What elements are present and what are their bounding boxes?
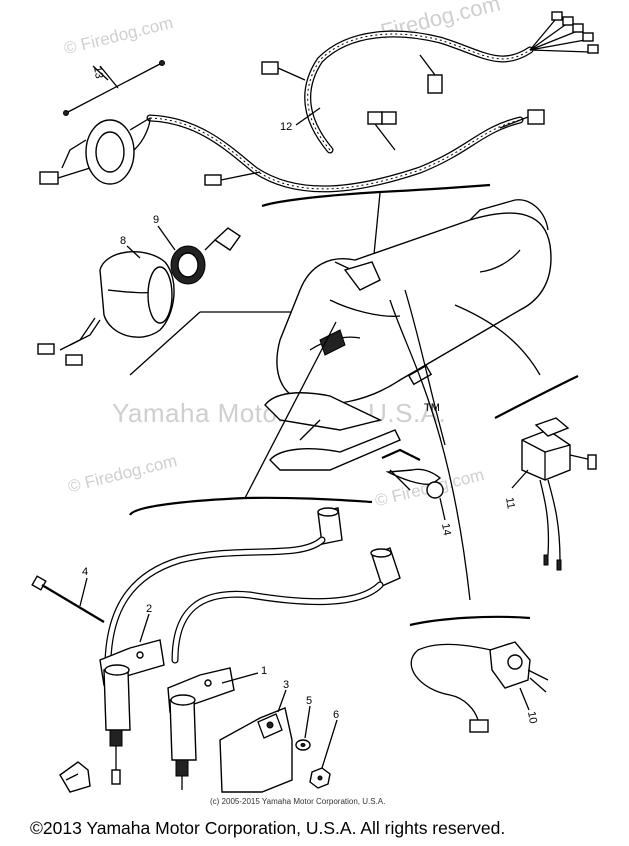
- part-13-wire: [63, 60, 165, 116]
- callout-10: 10: [525, 710, 539, 724]
- leader-to-ignition: [244, 321, 337, 499]
- callout-1: 1: [261, 665, 267, 677]
- footer-copyright: ©2013 Yamaha Motor Corporation, U.S.A. A…: [30, 818, 506, 838]
- callout-2: 2: [146, 603, 152, 615]
- part-11-relay: [521, 417, 597, 571]
- callout-11: 11: [503, 496, 517, 509]
- callout-3: 3: [283, 679, 289, 691]
- callout-6: 6: [333, 709, 339, 721]
- snowmobile-body: TM: [264, 199, 552, 471]
- part-6-nut: [309, 767, 331, 789]
- leader-to-part-11: [454, 304, 541, 376]
- leader-to-part-10: [389, 299, 471, 601]
- small-plate: [59, 761, 91, 793]
- callout-12: 12: [280, 121, 292, 133]
- callout-4: 4: [82, 566, 88, 578]
- part-10-switch: [409, 615, 549, 733]
- part-1-ignition-coil: [167, 667, 235, 790]
- callout-14: 14: [439, 522, 453, 536]
- part-9-meter: [170, 227, 241, 285]
- leader-to-part-14: [404, 289, 446, 446]
- part-14-clip: [381, 448, 444, 499]
- spark-plug-caps: [104, 507, 401, 664]
- callout-8: 8: [120, 235, 126, 247]
- part-5-washer: [295, 739, 311, 751]
- group-bracket-ignition: [129, 496, 373, 516]
- part-8-headlight: [37, 251, 175, 366]
- part-2-ignition-coil: [99, 639, 165, 785]
- small-copyright: (c) 2005-2015 Yamaha Motor Corporation, …: [210, 797, 386, 806]
- tail-light-assembly: [39, 117, 151, 185]
- part-4-bolt: [31, 575, 105, 623]
- part-3-bracket: [219, 707, 293, 793]
- part-12-wire-harness: [129, 11, 599, 193]
- callout-leaders: [79, 65, 530, 769]
- callout-13: 13: [91, 65, 105, 79]
- callout-5: 5: [306, 695, 312, 707]
- group-bracket-top: [261, 183, 491, 208]
- callout-9: 9: [153, 214, 159, 226]
